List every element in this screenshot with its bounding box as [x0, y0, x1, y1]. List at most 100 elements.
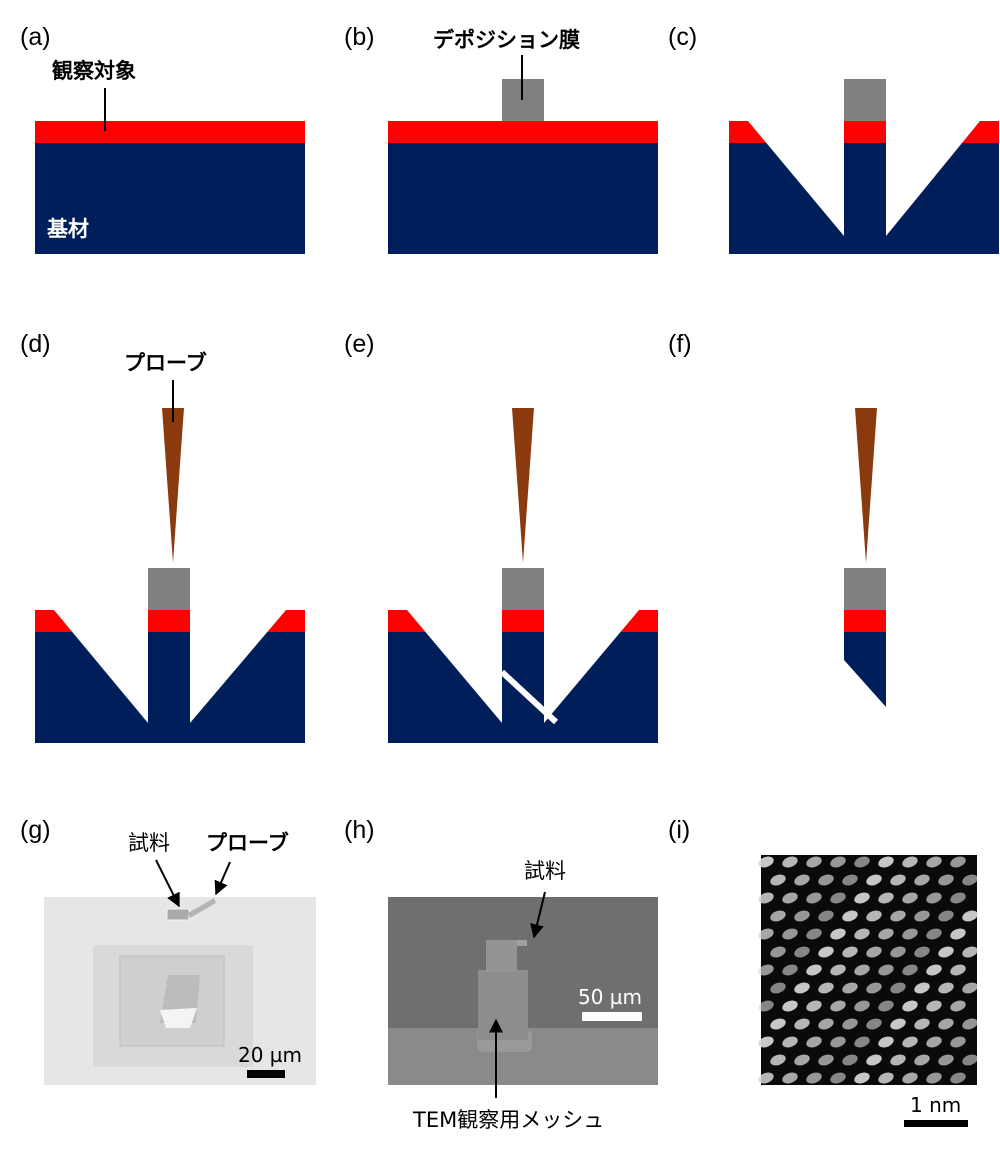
atomic-column	[854, 892, 870, 904]
atomic-column	[866, 1054, 882, 1066]
atomic-column	[962, 910, 978, 922]
trench-right	[544, 610, 639, 723]
panel-tag-a: (a)	[20, 23, 51, 51]
atomic-column	[794, 910, 810, 922]
substrate	[388, 143, 658, 254]
atomic-column	[926, 928, 942, 940]
trench-left	[748, 121, 844, 236]
atomic-column	[830, 928, 846, 940]
probe	[512, 408, 534, 563]
probe-label: プローブ	[206, 831, 289, 855]
atomic-column	[938, 982, 954, 994]
atomic-column	[926, 856, 942, 868]
panel-h-sem-image: 試料 TEM観察用メッシュ 50 µm	[388, 859, 658, 1132]
probe-arrow	[214, 861, 231, 896]
atomic-column	[902, 856, 918, 868]
atomic-column	[962, 874, 978, 886]
atomic-column	[770, 910, 786, 922]
sample-label: 試料	[524, 859, 566, 883]
atomic-column	[830, 892, 846, 904]
atomic-column	[938, 1018, 954, 1030]
atomic-column	[950, 1000, 966, 1012]
atomic-column	[926, 1036, 942, 1048]
probe	[855, 408, 877, 563]
atomic-column	[842, 874, 858, 886]
atomic-column	[866, 946, 882, 958]
panel-tag-b: (b)	[344, 23, 375, 51]
deposition-film	[844, 79, 886, 121]
panel-a: 観察対象 基材	[35, 59, 305, 254]
atomic-column	[950, 1072, 966, 1084]
atomic-column	[950, 856, 966, 868]
atomic-column	[950, 1036, 966, 1048]
atomic-column	[770, 1018, 786, 1030]
atomic-column	[890, 946, 906, 958]
atomic-column	[794, 1018, 810, 1030]
panel-tag-g: (g)	[20, 816, 51, 844]
atomic-column	[818, 982, 834, 994]
atomic-column	[914, 874, 930, 886]
atomic-column	[806, 1072, 822, 1084]
atomic-column	[878, 1072, 894, 1084]
atomic-column	[890, 1054, 906, 1066]
mesh-post	[478, 970, 528, 1040]
atomic-column	[782, 1072, 798, 1084]
panel-tag-e: (e)	[344, 330, 375, 358]
atomic-column	[914, 1018, 930, 1030]
atomic-column	[830, 1036, 846, 1048]
trench-left	[54, 610, 148, 723]
atomic-column	[962, 1054, 978, 1066]
scale-label: 50 µm	[578, 985, 642, 1009]
sample-arrow	[530, 891, 546, 939]
atomic-column	[782, 1000, 798, 1012]
atomic-column	[758, 856, 774, 868]
atomic-column	[758, 1036, 774, 1048]
scale-label: 20 µm	[238, 1043, 302, 1067]
atomic-column	[806, 1036, 822, 1048]
atomic-column	[854, 856, 870, 868]
probe-tip	[188, 898, 216, 918]
cut-line	[499, 669, 559, 725]
atomic-column	[794, 982, 810, 994]
atomic-column	[830, 1072, 846, 1084]
atomic-column	[878, 1036, 894, 1048]
atomic-column	[914, 946, 930, 958]
atomic-column	[854, 928, 870, 940]
atomic-column	[854, 1000, 870, 1012]
sample-on-post	[486, 940, 517, 972]
atomic-column	[902, 964, 918, 976]
atomic-column	[878, 928, 894, 940]
atomic-column	[842, 982, 858, 994]
atomic-column	[782, 1036, 798, 1048]
atomic-column	[794, 946, 810, 958]
atomic-column	[914, 1054, 930, 1066]
atomic-column	[890, 1018, 906, 1030]
substrate	[729, 143, 999, 254]
atomic-column	[818, 874, 834, 886]
atomic-column	[782, 928, 798, 940]
atomic-column	[758, 1000, 774, 1012]
atomic-column	[962, 946, 978, 958]
atomic-column	[842, 946, 858, 958]
atomic-column	[842, 1018, 858, 1030]
atomic-column	[770, 946, 786, 958]
panel-tag-i: (i)	[668, 816, 690, 844]
substrate-label: 基材	[47, 217, 89, 241]
atomic-column	[878, 964, 894, 976]
atomic-column	[950, 964, 966, 976]
atomic-column	[866, 982, 882, 994]
scale-bar	[247, 1070, 285, 1078]
atomic-column	[890, 910, 906, 922]
sample-label: 試料	[128, 831, 170, 855]
atomic-column	[938, 874, 954, 886]
atomic-column	[782, 892, 798, 904]
substrate	[35, 632, 305, 743]
atomic-column	[854, 1072, 870, 1084]
atomic-column	[830, 1000, 846, 1012]
probe	[162, 408, 184, 563]
atomic-column	[818, 1018, 834, 1030]
atomic-column	[878, 1000, 894, 1012]
atomic-column	[806, 856, 822, 868]
deposition-film	[502, 568, 544, 610]
atomic-column	[794, 1054, 810, 1066]
